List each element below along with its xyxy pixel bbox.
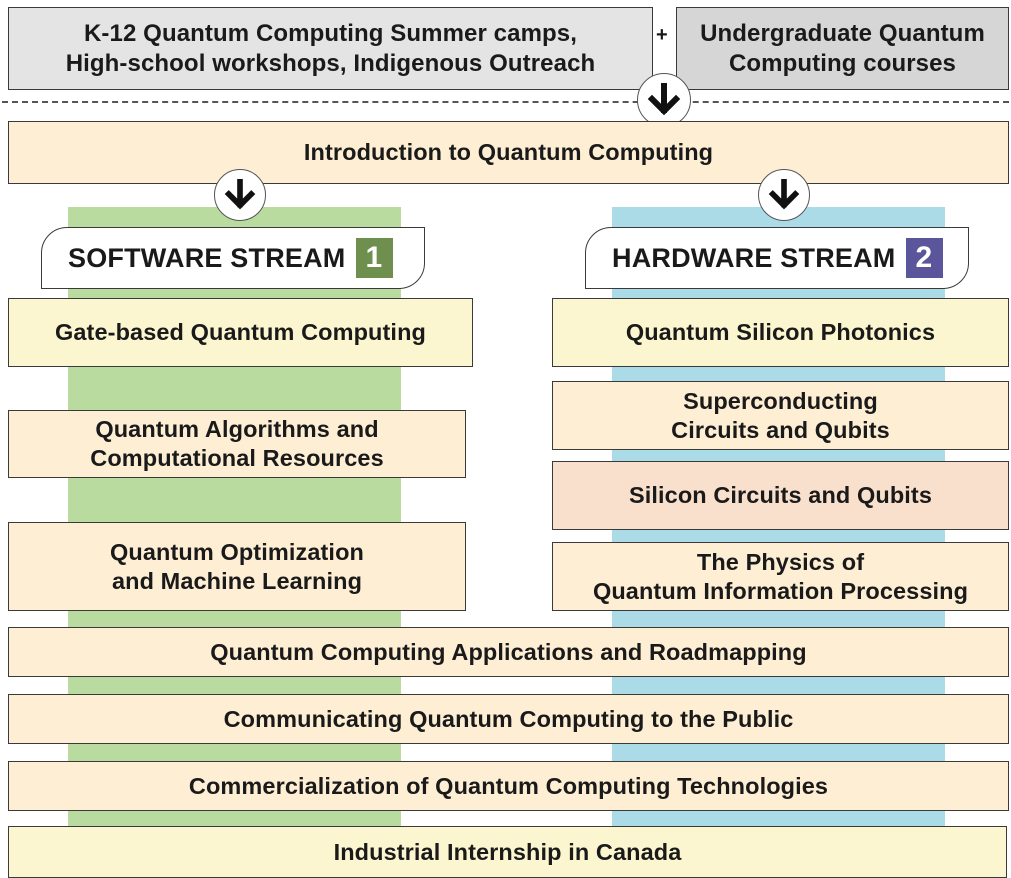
dashed-separator <box>2 101 1009 103</box>
course-commercialization: Commercialization of Quantum Computing T… <box>8 761 1009 811</box>
down-arrow-hardware <box>758 169 810 221</box>
k12-outreach-box: K-12 Quantum Computing Summer camps, Hig… <box>8 7 653 90</box>
course-silicon-circuits: Silicon Circuits and Qubits <box>552 461 1009 530</box>
hardware-stream-title: HARDWARE STREAM <box>612 242 896 273</box>
course-silicon-photonics: Quantum Silicon Photonics <box>552 298 1009 367</box>
course-quantum-algorithms: Quantum Algorithms and Computational Res… <box>8 410 466 478</box>
course-physics-qip: The Physics of Quantum Information Proce… <box>552 542 1009 611</box>
intro-course-box: Introduction to Quantum Computing <box>8 121 1009 184</box>
course-communicating-qc: Communicating Quantum Computing to the P… <box>8 694 1009 744</box>
software-stream-title: SOFTWARE STREAM <box>68 242 346 273</box>
down-arrow-icon <box>768 179 800 210</box>
plus-sign: + <box>656 24 668 46</box>
industrial-internship-box: Industrial Internship in Canada <box>8 826 1007 878</box>
down-arrow-top <box>637 73 691 127</box>
hardware-stream-label: HARDWARE STREAM 2 <box>585 227 969 289</box>
course-gate-based-qc: Gate-based Quantum Computing <box>8 298 473 367</box>
course-applications-roadmapping: Quantum Computing Applications and Roadm… <box>8 627 1009 677</box>
course-superconducting-circuits: Superconducting Circuits and Qubits <box>552 381 1009 450</box>
hardware-stream-number: 2 <box>905 238 943 278</box>
course-quantum-optimization-ml: Quantum Optimization and Machine Learnin… <box>8 522 466 611</box>
undergraduate-courses-box: Undergraduate Quantum Computing courses <box>676 7 1009 90</box>
down-arrow-icon <box>224 179 256 210</box>
down-arrow-software <box>214 169 266 221</box>
down-arrow-icon <box>647 83 681 116</box>
software-stream-number: 1 <box>355 238 393 278</box>
software-stream-label: SOFTWARE STREAM 1 <box>41 227 425 289</box>
